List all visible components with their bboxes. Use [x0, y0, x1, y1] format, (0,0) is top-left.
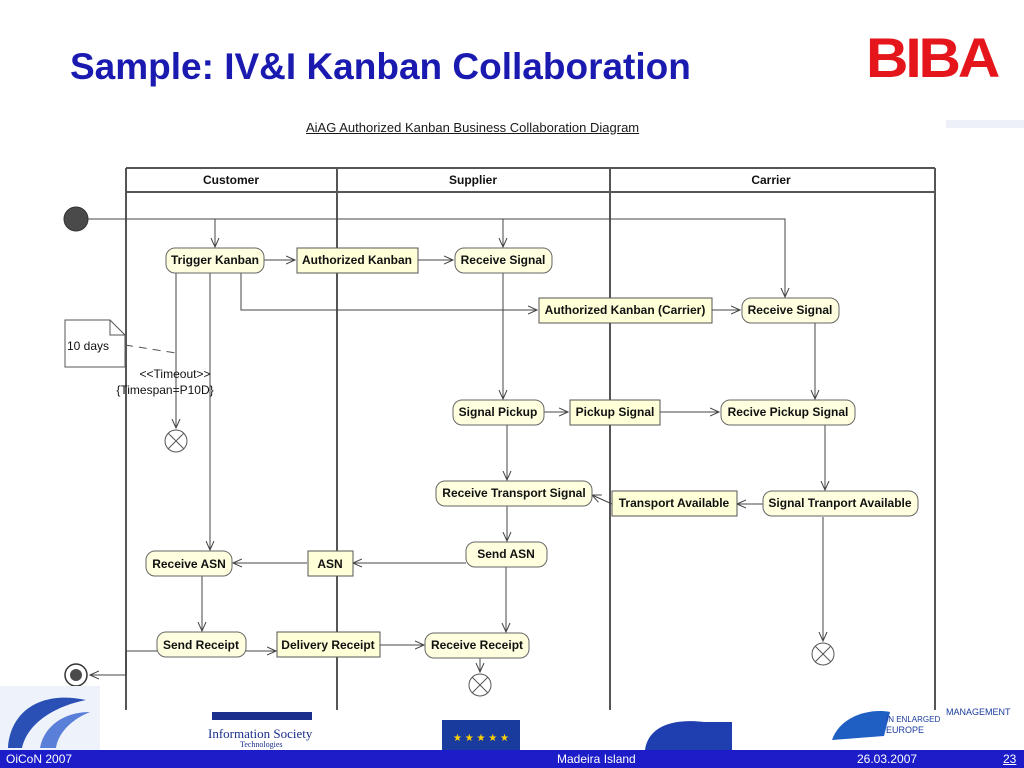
activity-receive-signal-supplier: Receive Signal — [454, 247, 553, 274]
footer-page-number: 23 — [1003, 752, 1017, 766]
activity-signal-tranport-available: Signal Tranport Available — [762, 490, 919, 517]
svg-text:Receive Signal: Receive Signal — [748, 303, 833, 317]
object-authorized-kanban: Authorized Kanban — [296, 247, 419, 274]
oicon-swoosh-icon — [8, 697, 86, 748]
svg-text:Delivery Receipt: Delivery Receipt — [281, 638, 374, 652]
svg-text:Receive Receipt: Receive Receipt — [431, 638, 523, 652]
svg-text:Receive ASN: Receive ASN — [152, 557, 226, 571]
initial-node — [63, 206, 89, 232]
note-anchor — [124, 344, 177, 354]
svg-text:Receive Signal: Receive Signal — [461, 253, 546, 267]
management-label: MANAGEMENT — [946, 707, 1011, 717]
svg-text:Authorized Kanban: Authorized Kanban — [302, 253, 412, 267]
svg-text:Signal Tranport Available: Signal Tranport Available — [768, 496, 911, 510]
lane-carrier: Carrier — [751, 173, 791, 187]
biba-logo: BIBA — [866, 26, 1000, 89]
activity-receive-signal-carrier: Receive Signal — [741, 297, 840, 324]
activity-send-asn: Send ASN — [465, 541, 548, 568]
timeout-stereotype: <<Timeout>> — [140, 367, 211, 381]
activity-recive-pickup-signal: Recive Pickup Signal — [720, 399, 856, 426]
flow-final-carrier — [811, 642, 835, 666]
flow-edges — [88, 218, 825, 675]
logo-underline — [946, 120, 1024, 128]
footer-bar: OiCoN 2007 Madeira Island 26.03.2007 23 — [0, 750, 1024, 768]
svg-text:Authorized Kanban (Carrier): Authorized Kanban (Carrier) — [545, 303, 706, 317]
object-pickup-signal: Pickup Signal — [569, 399, 661, 426]
object-asn: ASN — [307, 550, 354, 577]
activity-send-receipt: Send Receipt — [156, 631, 247, 658]
object-authorized-kanban-carrier: Authorized Kanban (Carrier) — [538, 297, 713, 324]
svg-text:Recive Pickup Signal: Recive Pickup Signal — [728, 405, 849, 419]
svg-text:ASN: ASN — [317, 557, 342, 571]
svg-text:Send Receipt: Send Receipt — [163, 638, 239, 652]
info-society-sublabel: Technologies — [240, 740, 283, 749]
activity-receive-transport-signal: Receive Transport Signal — [435, 480, 593, 507]
eu-flag-icon — [442, 720, 520, 750]
enlarged-label: IN ENLARGED — [886, 715, 941, 724]
activity-signal-pickup: Signal Pickup — [452, 399, 545, 426]
enlarged-europe-logo-icon — [832, 711, 890, 740]
svg-text:Signal Pickup: Signal Pickup — [459, 405, 538, 419]
flow-final-supplier — [468, 673, 492, 697]
note-10-days: 10 days — [64, 319, 126, 368]
partner-logos: ★ ★ ★ ★ ★ — [0, 686, 890, 750]
activity-receive-receipt: Receive Receipt — [424, 632, 530, 659]
project-logo-icon — [645, 721, 732, 750]
info-society-logo-bar — [212, 712, 312, 720]
svg-text:Pickup Signal: Pickup Signal — [576, 405, 655, 419]
object-transport-available: Transport Available — [611, 490, 738, 517]
svg-text:Transport Available: Transport Available — [619, 496, 730, 510]
footer-location: Madeira Island — [557, 752, 636, 766]
svg-text:Send ASN: Send ASN — [477, 547, 535, 561]
footer-conference: OiCoN 2007 — [6, 752, 73, 766]
svg-text:Trigger Kanban: Trigger Kanban — [171, 253, 259, 267]
activity-trigger-kanban: Trigger Kanban — [165, 247, 265, 274]
activity-final-node — [64, 663, 88, 687]
diagram-title: AiAG Authorized Kanban Business Collabor… — [306, 120, 640, 135]
eu-stars-icon: ★ ★ ★ ★ ★ — [453, 733, 509, 744]
info-society-label: Information Society — [208, 726, 313, 741]
activity-receive-asn: Receive ASN — [145, 550, 233, 577]
lane-customer: Customer — [203, 173, 259, 187]
svg-text:Receive Transport Signal: Receive Transport Signal — [442, 486, 585, 500]
flow-final-customer — [164, 429, 188, 453]
timeout-value: {Timespan=P10D} — [116, 383, 213, 397]
footer-date: 26.03.2007 — [857, 752, 918, 766]
lane-supplier: Supplier — [449, 173, 497, 187]
europe-label: EUROPE — [886, 725, 925, 735]
slide-title: Sample: IV&I Kanban Collaboration — [70, 46, 691, 87]
object-delivery-receipt: Delivery Receipt — [276, 631, 381, 658]
note-text: 10 days — [67, 339, 109, 353]
